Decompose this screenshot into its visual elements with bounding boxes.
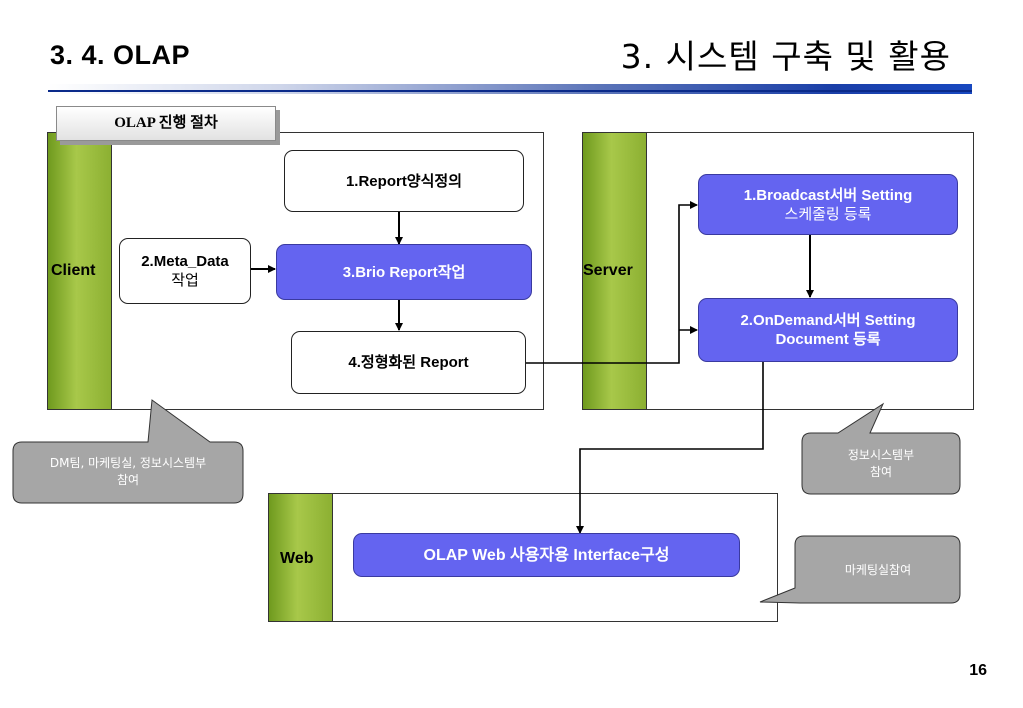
ondemand-box: 2.OnDemand서버 Setting Document 등록 xyxy=(698,298,958,362)
web-bar xyxy=(269,494,333,621)
web-callout: 마케팅실참여 xyxy=(796,562,960,579)
title-rule-line xyxy=(48,90,972,92)
broadcast-label-2: 스케줄링 등록 xyxy=(784,205,872,223)
arrow-ondemand-to-web xyxy=(576,362,764,534)
web-callout-line: 마케팅실참여 xyxy=(844,563,912,577)
title-rule xyxy=(48,84,972,94)
web-label: Web xyxy=(280,550,314,567)
chapter-title: 3. 시스템 구축 및 활용 xyxy=(620,37,951,76)
fixed-report-label: 4.정형화된 Report xyxy=(348,354,469,371)
report-form-box: 1.Report양식정의 xyxy=(284,150,524,212)
client-callout-shape xyxy=(12,399,244,504)
client-callout-line-1: DM팀, 마케팅실, 정보시스템부 xyxy=(49,456,207,470)
client-bar xyxy=(48,133,112,409)
meta-data-box: 2.Meta_Data 작업 xyxy=(119,238,251,304)
page-number: 16 xyxy=(969,662,987,679)
ondemand-label-1: 2.OnDemand서버 Setting xyxy=(740,312,916,329)
fixed-report-box: 4.정형화된 Report xyxy=(291,331,526,394)
section-title: 3. 4. OLAP xyxy=(50,40,191,70)
broadcast-label-1: 1.Broadcast서버 Setting xyxy=(743,186,913,204)
arrow-fixed-to-servers xyxy=(526,201,698,364)
brio-report-box: 3.Brio Report작업 xyxy=(276,244,532,300)
ondemand-label-2: Document 등록 xyxy=(775,331,881,348)
server-callout-line-2: 참여 xyxy=(869,465,893,479)
server-callout: 정보시스템부 참여 xyxy=(803,447,959,481)
client-callout: DM팀, 마케팅실, 정보시스템부 참여 xyxy=(14,455,242,489)
server-label: Server xyxy=(583,262,633,279)
client-callout-line-2: 참여 xyxy=(116,473,140,487)
web-interface-label: OLAP Web 사용자용 Interface구성 xyxy=(423,546,670,564)
report-form-label: 1.Report양식정의 xyxy=(345,172,463,190)
process-tag: OLAP 진행 절차 xyxy=(56,106,276,141)
meta-data-label-2: 작업 xyxy=(171,272,199,289)
server-callout-line-1: 정보시스템부 xyxy=(847,448,915,462)
web-interface-box: OLAP Web 사용자용 Interface구성 xyxy=(353,533,740,577)
client-label: Client xyxy=(51,262,96,279)
brio-report-label: 3.Brio Report작업 xyxy=(342,263,466,281)
web-callout-shape xyxy=(759,535,961,604)
meta-data-label-1: 2.Meta_Data xyxy=(141,253,229,270)
server-callout-shape xyxy=(801,402,961,495)
broadcast-box: 1.Broadcast서버 Setting 스케줄링 등록 xyxy=(698,174,958,235)
